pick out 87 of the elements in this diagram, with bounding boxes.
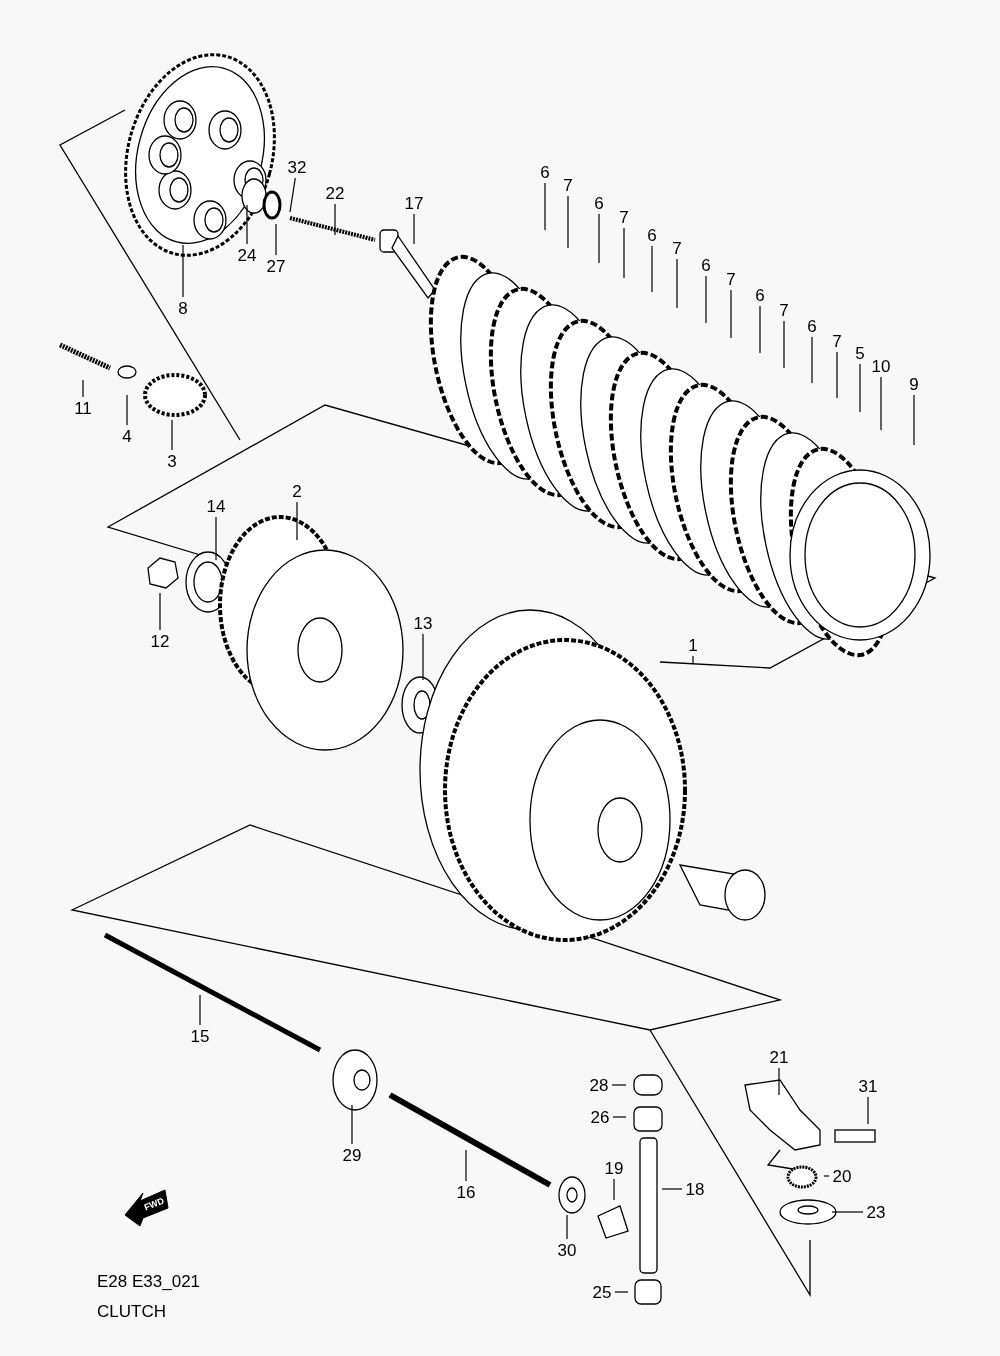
leader-line bbox=[275, 223, 277, 256]
leader-line bbox=[651, 245, 653, 293]
callout-number: 6 bbox=[807, 317, 817, 335]
leader-line bbox=[215, 516, 217, 561]
leader-line bbox=[705, 275, 707, 324]
callout-number: 7 bbox=[563, 176, 573, 194]
leader-line bbox=[836, 351, 838, 399]
callout-number: 6 bbox=[647, 226, 657, 244]
callout-number: 17 bbox=[404, 194, 424, 212]
callout-number: 19 bbox=[604, 1159, 624, 1177]
leader-line bbox=[465, 1149, 467, 1182]
callout-number: 25 bbox=[592, 1283, 612, 1301]
direction-label: FWD bbox=[143, 1196, 166, 1213]
callout-number: 20 bbox=[832, 1167, 852, 1185]
callout-number: 18 bbox=[685, 1180, 705, 1198]
callout-number: 7 bbox=[672, 239, 682, 257]
callout-number: 4 bbox=[122, 427, 132, 445]
callout-number: 30 bbox=[557, 1241, 577, 1259]
leader-line bbox=[613, 1178, 615, 1201]
callout-number: 7 bbox=[619, 208, 629, 226]
leader-line bbox=[823, 1175, 830, 1177]
callout-number: 22 bbox=[325, 184, 345, 202]
callout-number: 28 bbox=[589, 1076, 609, 1094]
callout-number: 16 bbox=[456, 1183, 476, 1201]
leader-line bbox=[661, 1188, 683, 1190]
callout-number: 8 bbox=[178, 299, 188, 317]
leader-line bbox=[422, 633, 424, 681]
callout-number: 13 bbox=[413, 614, 433, 632]
leader-line bbox=[567, 195, 569, 249]
leader-line bbox=[867, 1096, 869, 1125]
leader-line bbox=[159, 592, 161, 631]
leader-line bbox=[623, 227, 625, 279]
leader-line bbox=[913, 394, 915, 446]
callout-number: 29 bbox=[342, 1146, 362, 1164]
diagram-caption: E28 E33_021 bbox=[97, 1273, 201, 1290]
callout-number: 7 bbox=[779, 301, 789, 319]
callout-number: 7 bbox=[832, 332, 842, 350]
callout-number: 14 bbox=[206, 497, 226, 515]
leader-line bbox=[351, 1104, 353, 1145]
callout-number: 11 bbox=[74, 399, 92, 417]
leader-line bbox=[778, 1067, 780, 1096]
callout-number: 6 bbox=[701, 256, 711, 274]
callout-number: 3 bbox=[167, 452, 177, 470]
callout-number: 21 bbox=[769, 1048, 789, 1066]
callout-number: 9 bbox=[909, 375, 919, 393]
leader-line bbox=[334, 203, 336, 236]
callout-number: 7 bbox=[726, 270, 736, 288]
callout-number: 12 bbox=[150, 632, 170, 650]
leader-line bbox=[730, 289, 732, 339]
leader-line bbox=[614, 1291, 629, 1293]
callout-number: 26 bbox=[590, 1108, 610, 1126]
leader-line bbox=[566, 1214, 568, 1240]
leader-line bbox=[612, 1116, 627, 1118]
callout-number: 10 bbox=[871, 357, 891, 375]
callout-number: 31 bbox=[858, 1077, 878, 1095]
callout-number: 6 bbox=[594, 194, 604, 212]
callout-number: 27 bbox=[266, 257, 286, 275]
leader-line bbox=[246, 204, 248, 245]
leader-line bbox=[880, 376, 882, 431]
leader-line bbox=[171, 419, 173, 451]
leader-line bbox=[544, 182, 546, 231]
callout-number: 6 bbox=[755, 286, 765, 304]
leader-line bbox=[831, 1211, 864, 1213]
leader-line bbox=[182, 244, 184, 298]
leader-line bbox=[811, 336, 813, 384]
leader-line bbox=[759, 305, 761, 354]
leader-line bbox=[289, 177, 296, 213]
callout-number: 1 bbox=[688, 636, 698, 654]
callout-number: 15 bbox=[190, 1027, 210, 1045]
diagram-caption: CLUTCH bbox=[97, 1303, 166, 1320]
leader-line bbox=[296, 501, 298, 541]
callout-number: 32 bbox=[287, 158, 307, 176]
callout-number: 24 bbox=[237, 246, 257, 264]
leader-line bbox=[692, 655, 694, 665]
leader-line bbox=[676, 258, 678, 309]
leader-line bbox=[413, 213, 415, 245]
leader-line bbox=[82, 379, 84, 398]
callout-number: 6 bbox=[540, 163, 550, 181]
leader-line bbox=[783, 320, 785, 369]
leader-line bbox=[611, 1084, 627, 1086]
callout-number: 23 bbox=[866, 1203, 886, 1221]
leader-line bbox=[859, 363, 861, 413]
leader-line bbox=[126, 394, 128, 426]
leader-line bbox=[199, 994, 201, 1026]
callout-number: 5 bbox=[855, 344, 865, 362]
leader-line bbox=[598, 213, 600, 264]
callout-number: 2 bbox=[292, 482, 302, 500]
